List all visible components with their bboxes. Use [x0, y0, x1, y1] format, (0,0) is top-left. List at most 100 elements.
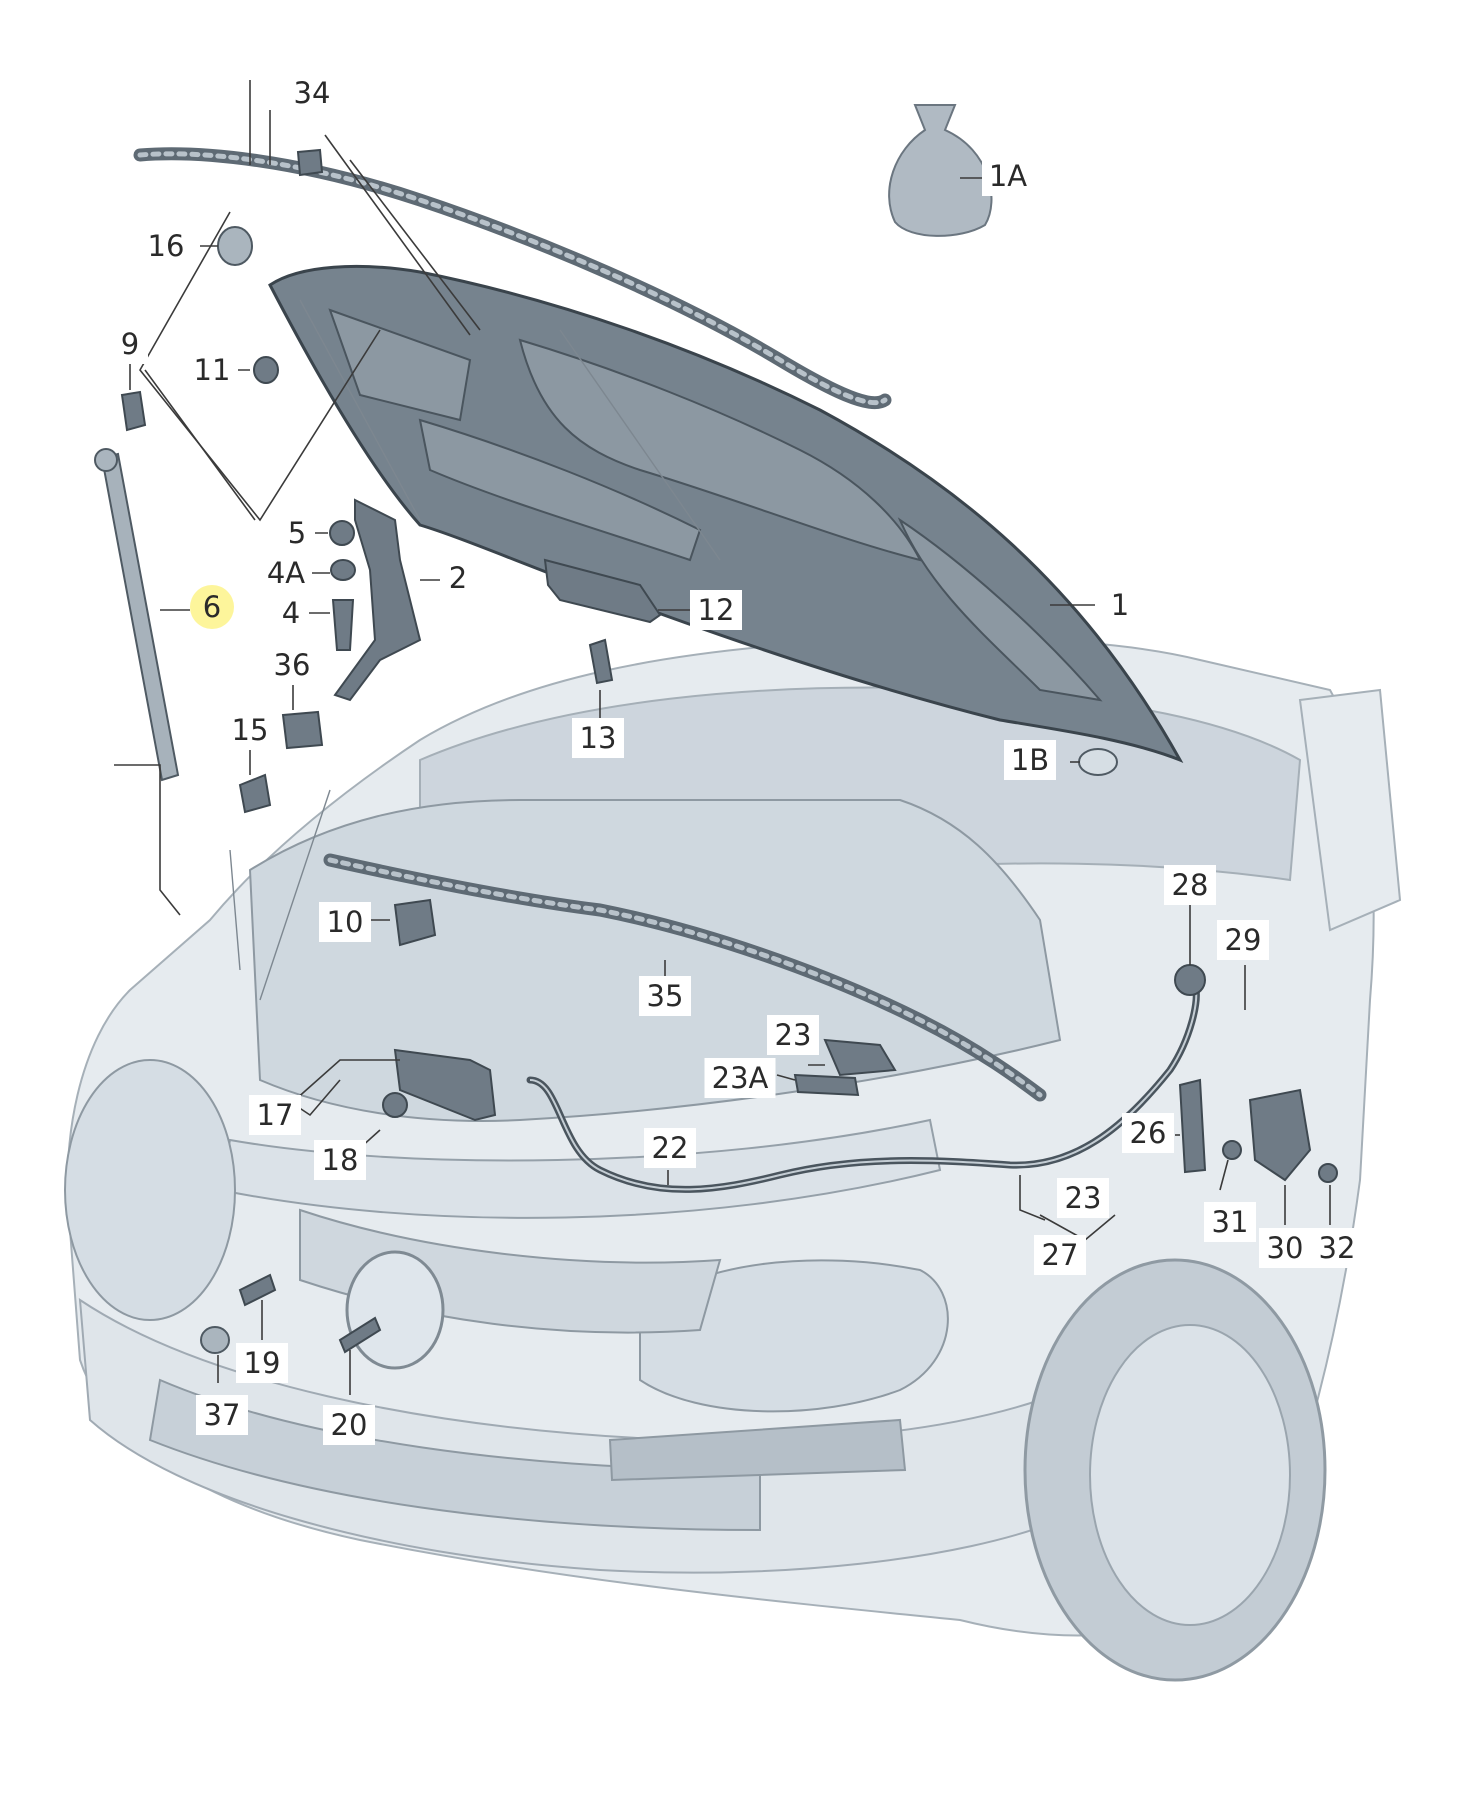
callout-text: 18: [322, 1143, 359, 1177]
callout-text: 13: [580, 721, 617, 755]
callout-box: [644, 1128, 696, 1168]
callout-box: [266, 645, 318, 685]
callout-box: [314, 1140, 366, 1180]
callout-text: 35: [647, 979, 684, 1013]
callout-9: 9: [112, 324, 148, 364]
callout-text: 37: [204, 1398, 241, 1432]
callout-28: 28: [1164, 865, 1216, 905]
callout-text: 15: [232, 713, 269, 747]
callout-23a: 23A: [704, 1058, 776, 1098]
callout-12: 12: [690, 590, 742, 630]
callout-text: 10: [327, 905, 364, 939]
callout-31: 31: [1204, 1202, 1256, 1242]
callout-box: [572, 718, 624, 758]
callout-4: 4: [273, 593, 309, 633]
callout-text: 26: [1130, 1116, 1167, 1150]
callout-box: [286, 73, 338, 113]
callout-box: [982, 156, 1034, 196]
callout-6: 6: [203, 590, 221, 624]
callout-23-bottom: 23: [1057, 1178, 1109, 1218]
callout-text: 30: [1267, 1231, 1304, 1265]
protective-bag-icon: [888, 104, 993, 237]
right-headlight: [639, 1259, 949, 1413]
callout-text: 16: [148, 229, 185, 263]
callout-box: [279, 513, 315, 553]
callout-text: 23: [1065, 1181, 1102, 1215]
callout-text: 9: [121, 327, 139, 361]
callout-37: 37: [196, 1395, 248, 1435]
callout-box: [273, 593, 309, 633]
callout-text: 32: [1319, 1231, 1356, 1265]
callout-text: 1B: [1011, 743, 1049, 777]
vehicle-body: [64, 637, 1402, 1682]
callout-5: 5: [279, 513, 315, 553]
callout-20: 20: [323, 1405, 375, 1445]
callout-27: 27: [1034, 1235, 1086, 1275]
callout-text: 5: [288, 516, 306, 550]
callout-1b: 1B: [1004, 740, 1056, 780]
callout-16: 16: [140, 226, 192, 266]
callout-35: 35: [639, 976, 691, 1016]
callout-13: 13: [572, 718, 624, 758]
callout-box: [1164, 865, 1216, 905]
callout-19: 19: [236, 1343, 288, 1383]
callout-box: [1034, 1235, 1086, 1275]
callout-text: 6: [203, 590, 221, 624]
callout-23-top: 23: [767, 1015, 819, 1055]
callout-text: 22: [652, 1131, 689, 1165]
callout-2: 2: [440, 558, 476, 598]
callout-22: 22: [644, 1128, 696, 1168]
callout-11: 11: [186, 350, 238, 390]
callout-box: [1204, 1202, 1256, 1242]
callout-text: 17: [257, 1098, 294, 1132]
callout-box: [249, 1095, 301, 1135]
callout-text: 36: [274, 648, 311, 682]
callout-box: [323, 1405, 375, 1445]
callout-box: [1057, 1178, 1109, 1218]
callout-box: [1004, 740, 1056, 780]
callout-box: [1102, 585, 1138, 625]
emblem: [345, 1250, 445, 1370]
callout-text: 12: [698, 593, 735, 627]
callout-text: 1A: [989, 159, 1027, 193]
callout-17: 17: [249, 1095, 301, 1135]
callout-30: 30: [1259, 1228, 1311, 1268]
callout-box: [639, 976, 691, 1016]
callout-box: [140, 226, 192, 266]
callout-26: 26: [1122, 1113, 1174, 1153]
hood-seal-top: [133, 147, 892, 410]
callout-text: 23: [775, 1018, 812, 1052]
callout-10: 10: [319, 902, 371, 942]
callout-text: 1: [1111, 588, 1129, 622]
callout-highlight: [190, 585, 234, 629]
callout-box: [1259, 1228, 1311, 1268]
callout-box: [1311, 1228, 1363, 1268]
callout-box: [440, 558, 476, 598]
callout-text: 23A: [712, 1061, 769, 1095]
callout-text: 4A: [267, 556, 305, 590]
callout-text: 29: [1225, 923, 1262, 957]
callout-1: 1: [1102, 585, 1138, 625]
front-seal: [323, 853, 1047, 1102]
callout-32: 32: [1311, 1228, 1363, 1268]
small-parts: [94, 104, 1338, 1354]
callout-box: [319, 902, 371, 942]
left-headlight: [64, 1059, 236, 1321]
callout-box: [1217, 920, 1269, 960]
callout-box: [260, 553, 312, 593]
callout-text: 20: [331, 1408, 368, 1442]
callout-text: 28: [1172, 868, 1209, 902]
callout-text: 31: [1212, 1205, 1249, 1239]
callout-text: 34: [294, 76, 331, 110]
callout-text: 11: [194, 353, 231, 387]
callout-box: [112, 324, 148, 364]
callout-text: 19: [244, 1346, 281, 1380]
callout-36: 36: [266, 645, 318, 685]
callout-text: 2: [449, 561, 467, 595]
callout-box: [196, 1395, 248, 1435]
callout-box: [236, 1343, 288, 1383]
callout-box: [704, 1058, 776, 1098]
callout-18: 18: [314, 1140, 366, 1180]
